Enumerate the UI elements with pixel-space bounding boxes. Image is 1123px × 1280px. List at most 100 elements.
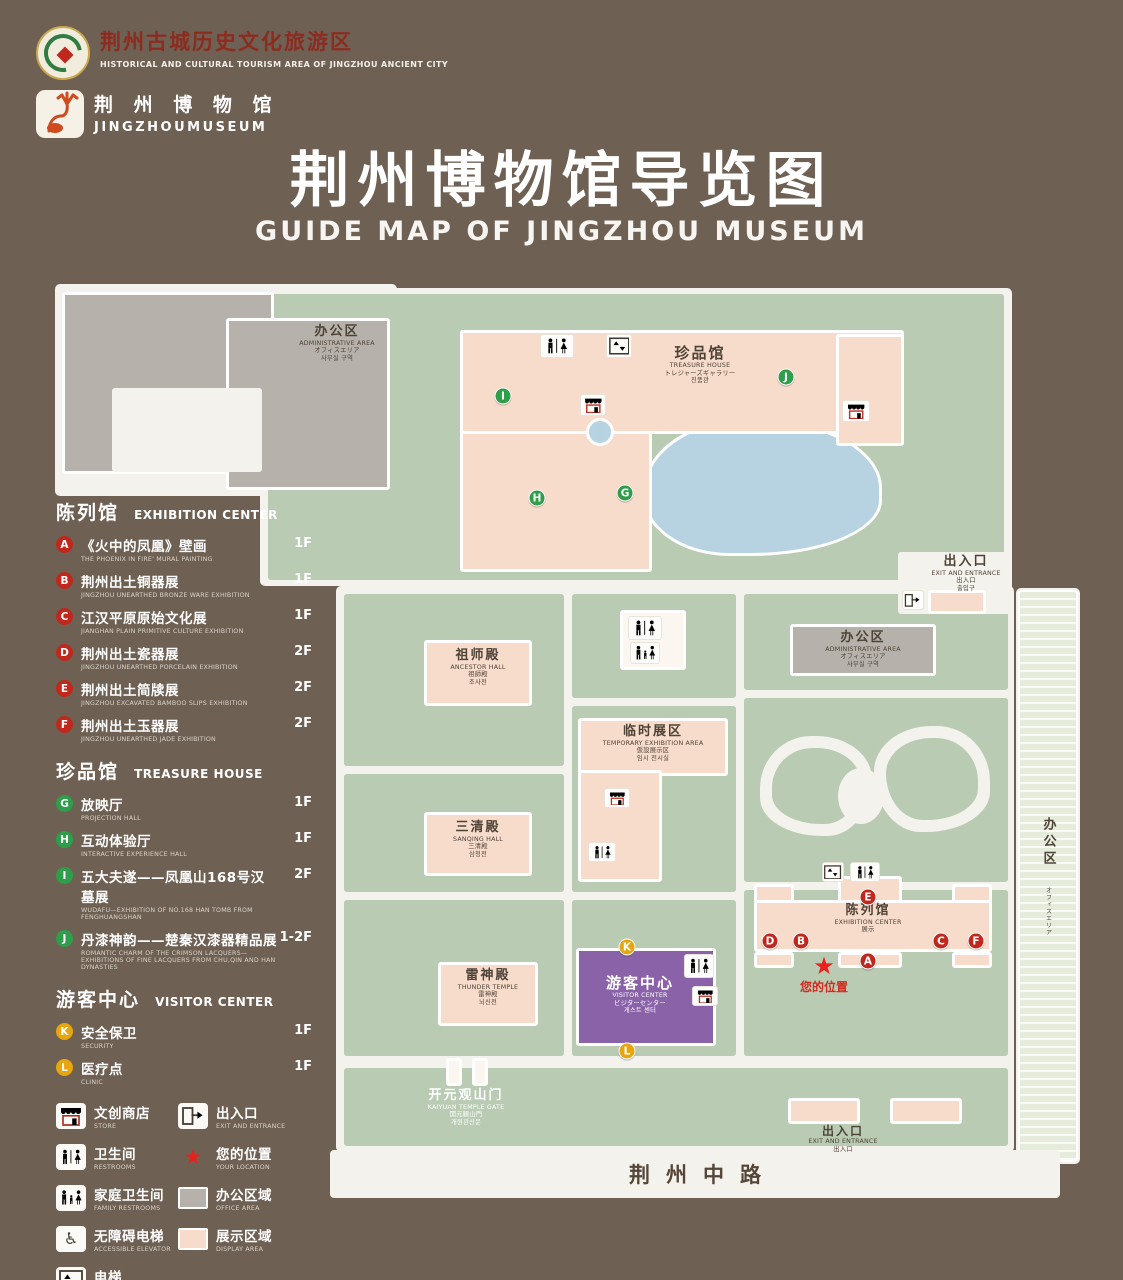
map-marker-e: E: [859, 888, 877, 906]
map-marker-f: F: [967, 932, 985, 950]
legend-item-en: SECURITY: [81, 1043, 114, 1050]
legend-section-treasure-house: 珍品馆 TREASURE HOUSE: [56, 757, 312, 784]
building-ancestor-hall: [424, 640, 532, 706]
exit-building-bottom: [890, 1098, 962, 1124]
label-sub: KAIYUAN TEMPLE GATE: [427, 1103, 505, 1111]
map-marker-i: I: [494, 387, 512, 405]
marker-badge: K: [56, 1023, 73, 1040]
label-visitor-center: 游客中心 VISITOR CENTER ビジターセンター 게스트 센터: [606, 974, 674, 1015]
museum-logo-subtitle: JINGZHOUMUSEUM: [94, 120, 268, 135]
label-zh: 开元观山门: [428, 1088, 504, 1103]
legend-item-floor: 1F: [294, 1059, 312, 1074]
restroom-icon: [628, 616, 662, 640]
display-area-swatch: [178, 1228, 208, 1250]
building-thunder-temple: [438, 962, 538, 1026]
legend-item-zh: 荆州出土瓷器展: [81, 647, 179, 663]
label-admin-east: 办公区 ADMINISTRATIVE AREA オフィスエリア 사무실 구역: [825, 630, 901, 668]
legend-item-en: JIANGHAN PLAIN PRIMITIVE CULTURE EXHIBIT…: [81, 628, 244, 635]
legend-item-floor: 1F: [294, 536, 312, 551]
label-exhibition-center: 陈列馆 EXHIBITION CENTER 展示: [834, 903, 901, 934]
page-title: 荆州博物馆导览图: [289, 146, 834, 216]
legend-icon-en: OFFICE AREA: [216, 1205, 260, 1212]
legend-item-zh: 荆州出土玉器展: [81, 719, 179, 735]
label-zh: 祖师殿: [455, 648, 501, 663]
legend-icon-en: RESTROOMS: [94, 1164, 136, 1171]
legend-icon-en: ACCESSIBLE ELEVATOR: [94, 1246, 171, 1253]
label-sub: 조사전: [469, 678, 487, 686]
label-sub: ANCESTOR HALL: [450, 663, 506, 671]
exit-building-top: [928, 590, 986, 614]
label-sub: 삼청전: [469, 850, 487, 858]
legend-item-floor: 2F: [294, 680, 312, 695]
tourism-logo-text: 荆州古城历史文化旅游区 HISTORICAL AND CULTURAL TOUR…: [100, 26, 448, 69]
location-star-icon: ★: [183, 1144, 203, 1169]
label-sub: EXIT AND ENTRANCE: [808, 1138, 878, 1146]
label-zh: 出入口: [821, 1124, 865, 1138]
legend-icon-zh: 家庭卫生间: [94, 1188, 164, 1204]
map-marker-k: K: [618, 938, 636, 956]
legend-item-floor: 2F: [294, 644, 312, 659]
label-sub: 雷神殿: [478, 991, 498, 999]
label-sub: EXIT AND ENTRANCE: [931, 569, 1001, 577]
label-zh: 临时展区: [622, 724, 684, 739]
legend-item-e: E 荆州出土简牍展 JINGZHOU EXCAVATED BAMBOO SLIP…: [56, 679, 312, 707]
label-temporary-exhibition: 临时展区 TEMPORARY EXHIBITION AREA 仮設展示区 임시 …: [603, 724, 704, 762]
office-area-swatch: [178, 1187, 208, 1209]
map-marker-a: A: [859, 952, 877, 970]
exit-icon: [902, 590, 924, 610]
museum-logo-text: 荆 州 博 物 馆 JINGZHOUMUSEUM: [94, 90, 278, 135]
legend-item-en: PROJECTION HALL: [81, 815, 141, 822]
marker-badge: G: [56, 795, 73, 812]
legend-icon-zh: 卫生间: [94, 1147, 136, 1163]
tourism-badge-icon: [36, 26, 90, 80]
legend-icon-zh: 电梯: [94, 1270, 122, 1280]
label-sub: 사무실 구역: [320, 354, 354, 362]
legend-section-title-zh: 游客中心: [56, 989, 141, 1011]
legend-section-visitor-center: 游客中心 VISITOR CENTER: [56, 985, 312, 1012]
legend-item-en: THE PHOENIX IN FIRE' MURAL PAINTING: [81, 556, 213, 563]
legend-icon-grid: 文创商店 STORE 出入口 EXIT AND ENTRANCE 卫生间 RES…: [56, 1102, 312, 1280]
label-sub: 임시 전시실: [636, 754, 670, 762]
museum-logo: 荆 州 博 物 馆 JINGZHOUMUSEUM: [36, 90, 278, 138]
legend-item-floor: 1F: [294, 831, 312, 846]
legend-item-floor: 1F: [294, 1023, 312, 1038]
legend-item-zh: 荆州出土简牍展: [81, 683, 179, 699]
restroom-icon: [588, 842, 616, 862]
store-icon: [842, 400, 870, 422]
legend-item-zh: 互动体验厅: [81, 834, 151, 850]
marker-badge: J: [56, 930, 73, 947]
building-treasure-house: [460, 330, 904, 434]
legend-icon-zh: 展示区域: [216, 1229, 272, 1245]
marker-badge: H: [56, 831, 73, 848]
label-treasure-house: 珍品馆 TREASURE HOUSE トレジャーズギャラリー 진품관: [665, 344, 736, 385]
restroom-icon: [850, 862, 880, 882]
elevator-icon: [822, 862, 844, 882]
gate-pillar: [472, 1058, 488, 1086]
legend-item-l: L 医疗点 CLINIC 1F: [56, 1058, 312, 1086]
legend-your-location: ★ 您的位置 YOUR LOCATION: [178, 1143, 312, 1171]
map-marker-l: L: [618, 1042, 636, 1060]
map-marker-b: B: [792, 932, 810, 950]
legend-item-floor: 1F: [294, 572, 312, 587]
legend-item-floor: 1-2F: [279, 930, 312, 945]
label-ancestor-hall: 祖师殿 ANCESTOR HALL 祖師殿 조사전: [450, 648, 505, 686]
legend-item-c: C 江汉平原原始文化展 JIANGHAN PLAIN PRIMITIVE CUL…: [56, 607, 312, 635]
legend-item-h: H 互动体验厅 INTERACTIVE EXPERIENCE HALL 1F: [56, 830, 312, 858]
building-exhibition-center: [754, 952, 794, 968]
label-sub: オフィスエリア: [1044, 886, 1052, 936]
marker-badge: E: [56, 680, 73, 697]
legend-section-title-en: VISITOR CENTER: [155, 995, 274, 1009]
label-zh: 办公区: [1040, 816, 1056, 868]
label-zh: 珍品馆: [674, 344, 726, 362]
legend-icon-en: FAMILY RESTROOMS: [94, 1205, 161, 1212]
label-sub: ADMINISTRATIVE AREA: [825, 645, 901, 653]
label-zh: 出入口: [943, 554, 989, 569]
fountain: [586, 418, 614, 446]
label-admin-nw: 办公区 ADMINISTRATIVE AREA オフィスエリア 사무실 구역: [299, 324, 375, 362]
label-kaiyuan-gate: 开元观山门 KAIYUAN TEMPLE GATE 開元観山門 개원관산문: [428, 1088, 505, 1126]
label-sub: オフィスエリア: [840, 653, 886, 661]
marker-badge: B: [56, 572, 73, 589]
legend-item-floor: 1F: [294, 795, 312, 810]
gate-pillar: [446, 1058, 462, 1086]
legend-section-title-zh: 陈列馆: [56, 502, 120, 524]
